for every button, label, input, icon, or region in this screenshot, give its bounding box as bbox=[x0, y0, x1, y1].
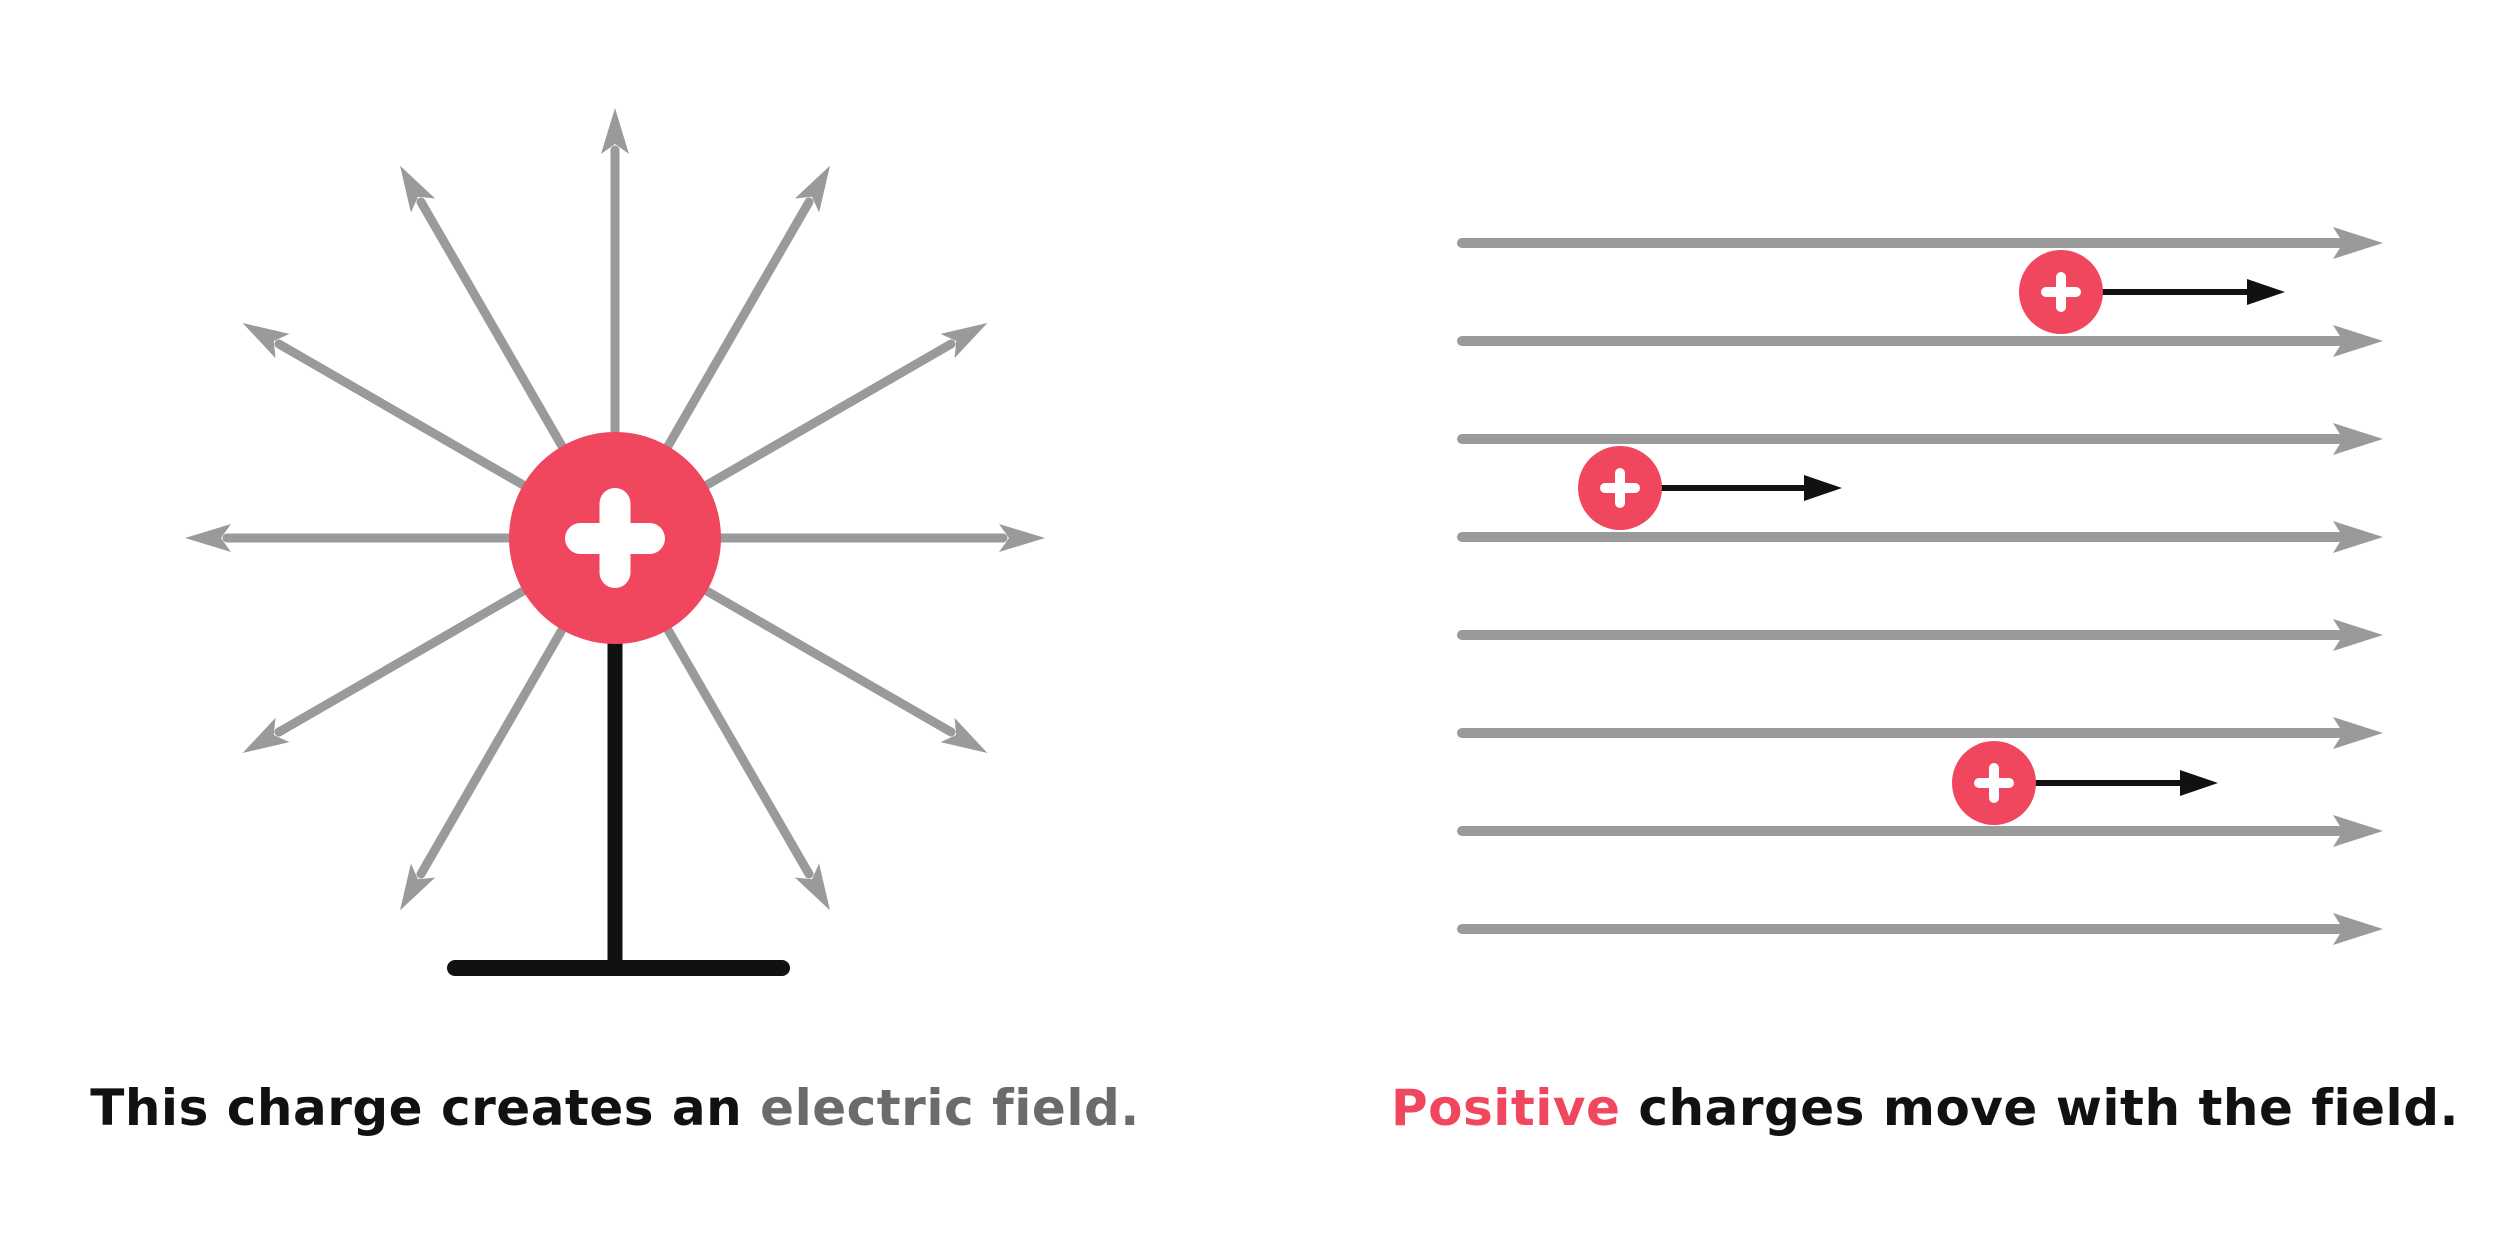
field-line bbox=[697, 583, 988, 753]
arrowhead-icon bbox=[242, 323, 290, 359]
arrowhead-icon bbox=[794, 863, 830, 911]
arrowhead-icon bbox=[2333, 717, 2383, 749]
field-line-shaft bbox=[274, 583, 533, 737]
positive-charge bbox=[2019, 250, 2285, 334]
plus-icon bbox=[1600, 468, 1640, 508]
field-line bbox=[1457, 913, 2383, 945]
plus-icon bbox=[2041, 272, 2081, 312]
field-line bbox=[242, 583, 533, 753]
electric-field-highlight: electric field. bbox=[760, 1079, 1140, 1137]
right-caption: Positive charges move with the field. bbox=[1370, 1068, 2480, 1148]
field-line bbox=[1457, 423, 2383, 455]
arrowhead-icon bbox=[2333, 619, 2383, 651]
arrowhead-icon bbox=[2333, 423, 2383, 455]
charge-stand bbox=[447, 620, 790, 976]
field-line bbox=[185, 524, 520, 552]
positive-highlight: Positive bbox=[1390, 1079, 1621, 1137]
arrowhead-icon bbox=[400, 863, 436, 911]
field-line bbox=[1457, 815, 2383, 847]
arrowhead-icon bbox=[2333, 815, 2383, 847]
arrowhead-icon bbox=[2333, 325, 2383, 357]
field-line bbox=[1457, 521, 2383, 553]
uniform-field-panel bbox=[1457, 227, 2383, 945]
arrowhead-icon bbox=[2333, 913, 2383, 945]
positive-charge bbox=[1578, 446, 1842, 530]
field-line bbox=[400, 165, 570, 456]
uniform-field-lines bbox=[1457, 227, 2383, 945]
field-line-shaft bbox=[416, 197, 570, 456]
moving-charges bbox=[1578, 250, 2285, 825]
field-line-shaft bbox=[274, 339, 533, 493]
field-line bbox=[660, 165, 830, 456]
force-arrowhead-icon bbox=[1804, 475, 1842, 501]
plus-icon bbox=[565, 488, 665, 588]
arrowhead-icon bbox=[940, 323, 988, 359]
plus-icon bbox=[1974, 763, 2014, 803]
arrowhead-icon bbox=[601, 108, 629, 154]
field-line bbox=[1457, 717, 2383, 749]
radial-field-lines bbox=[185, 108, 1045, 911]
field-line bbox=[1457, 619, 2383, 651]
field-line bbox=[697, 323, 988, 493]
field-line bbox=[601, 108, 629, 443]
field-line bbox=[660, 620, 830, 911]
arrowhead-icon bbox=[242, 717, 290, 753]
field-line-shaft bbox=[660, 197, 814, 456]
positive-charge bbox=[1952, 741, 2218, 825]
field-line bbox=[710, 524, 1045, 552]
source-charge bbox=[509, 432, 721, 644]
arrowhead-icon bbox=[999, 524, 1045, 552]
point-charge-panel bbox=[185, 108, 1045, 976]
field-line bbox=[1457, 325, 2383, 357]
arrowhead-icon bbox=[794, 165, 830, 213]
left-caption: This charge creates an electric field. bbox=[60, 1068, 1170, 1148]
field-line bbox=[242, 323, 533, 493]
arrowhead-icon bbox=[2333, 227, 2383, 259]
field-line bbox=[400, 620, 570, 911]
arrowhead-icon bbox=[400, 165, 436, 213]
field-line-shaft bbox=[697, 339, 956, 493]
left-caption-text: This charge creates an bbox=[90, 1079, 761, 1137]
force-arrowhead-icon bbox=[2247, 279, 2285, 305]
field-line-shaft bbox=[416, 620, 570, 879]
force-arrowhead-icon bbox=[2180, 770, 2218, 796]
arrowhead-icon bbox=[185, 524, 231, 552]
field-line bbox=[1457, 227, 2383, 259]
arrowhead-icon bbox=[2333, 521, 2383, 553]
right-caption-text: charges move with the field. bbox=[1620, 1079, 2459, 1137]
field-line-shaft bbox=[697, 583, 956, 737]
field-line-shaft bbox=[660, 620, 814, 879]
arrowhead-icon bbox=[940, 717, 988, 753]
